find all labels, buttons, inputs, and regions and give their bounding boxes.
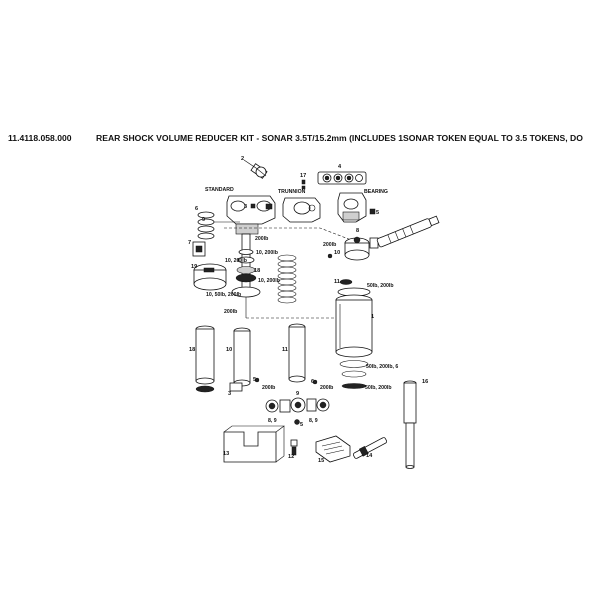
label-50lb-200lb-b: 50lb, 200lb xyxy=(365,385,392,391)
callout-5c: 5 xyxy=(300,422,303,428)
damper-body-left xyxy=(195,325,215,385)
callout-5: 5 xyxy=(376,210,379,216)
label-10-50lb-200lb: 10, 50lb, 200lb xyxy=(206,292,241,298)
callout-7: 7 xyxy=(188,240,191,246)
label-200lb-a: 200lb xyxy=(255,236,268,242)
label-200lb-e: 200lb xyxy=(320,385,333,391)
callout-3: 3 xyxy=(244,204,247,210)
label-8-9-a: 8, 9 xyxy=(268,418,277,424)
part-13-tool xyxy=(223,425,285,463)
label-trunnion: TRUNNION xyxy=(278,189,306,195)
standard-eyelet xyxy=(226,195,276,235)
part-17-nut xyxy=(301,185,306,190)
part-7-bracket xyxy=(192,241,206,257)
label-10-200lb-c: 10, 200lb xyxy=(258,278,280,284)
callout-18b: 18 xyxy=(189,347,195,353)
callout-18: 18 xyxy=(254,268,260,274)
callout-6b: 6 xyxy=(311,379,314,385)
part-15-block xyxy=(315,435,351,463)
callout-10: 10 xyxy=(334,250,340,256)
shaft-seal-a xyxy=(238,249,254,255)
callout-8: 8 xyxy=(356,228,359,234)
trunnion-mount xyxy=(282,197,321,223)
label-bearing: BEARING xyxy=(364,189,388,195)
piston-ring-a xyxy=(236,266,256,274)
callout-14: 14 xyxy=(366,453,373,459)
part-9-valve-parts xyxy=(265,397,330,413)
label-10-200lb-a: 10, 200lb xyxy=(256,250,278,256)
label-200lb-b: 200lb xyxy=(323,242,336,248)
label-50lb-200lb-6: 50lb, 200lb, 6 xyxy=(366,364,398,370)
label-10-200lb-b: 10, 200lb xyxy=(225,258,247,264)
part-3-insert xyxy=(250,203,256,209)
damper-body-right xyxy=(288,323,306,383)
callout-5b: 5 xyxy=(253,377,256,383)
label-200lb-d: 200lb xyxy=(262,385,275,391)
label-8-9-b: 8, 9 xyxy=(309,418,318,424)
callout-4: 4 xyxy=(338,164,342,170)
callout-2: 2 xyxy=(241,156,244,162)
label-50lb-200lb-a: 50lb, 200lb xyxy=(367,283,394,289)
shaft-seal-b xyxy=(237,256,255,264)
part-12-valve-core xyxy=(290,439,298,456)
part-number: 11.4118.058.000 xyxy=(8,133,72,143)
adjuster-rod xyxy=(376,215,440,248)
screw-5a xyxy=(254,377,260,383)
air-can-seal-a xyxy=(339,360,369,368)
callout-11b: 11 xyxy=(282,347,288,353)
air-can-seal-c xyxy=(341,383,367,389)
adjuster-ball xyxy=(327,253,333,259)
part-16-shaft xyxy=(403,380,417,469)
air-can-seal-b xyxy=(341,370,367,378)
callout-9: 9 xyxy=(202,217,205,223)
callout-1: 1 xyxy=(371,314,374,320)
page-header: 11.4118.058.000 REAR SHOCK VOLUME REDUCE… xyxy=(8,133,598,147)
callout-19: 19 xyxy=(191,264,197,270)
part-4-bearing-hardware xyxy=(317,171,367,185)
part-11-washer xyxy=(339,279,353,285)
callout-15: 15 xyxy=(318,458,324,464)
kit-title: REAR SHOCK VOLUME REDUCER KIT - SONAR 3.… xyxy=(96,133,583,143)
damper-body-center xyxy=(229,327,251,392)
piston-ring-b xyxy=(235,273,257,283)
callout-13: 13 xyxy=(223,451,229,457)
callout-16: 16 xyxy=(422,379,428,385)
part-17-screw xyxy=(301,179,306,185)
callout-10b: 10 xyxy=(226,347,232,353)
callout-17: 17 xyxy=(300,173,306,179)
callout-3b: 3 xyxy=(228,391,231,397)
callout-6: 6 xyxy=(195,206,198,212)
part-19-piston-assembly xyxy=(193,263,227,291)
bearing-eyelet xyxy=(337,192,367,223)
piston-disc xyxy=(231,286,261,298)
label-200lb-c: 200lb xyxy=(224,309,237,315)
part-5-bolt-small xyxy=(369,208,376,215)
part-2-bolt xyxy=(243,159,268,179)
screw-6a xyxy=(312,379,318,385)
body-left-seal xyxy=(195,385,215,393)
callout-9b: 9 xyxy=(296,391,299,397)
label-standard: STANDARD xyxy=(205,187,234,193)
part-6-shaft-rings xyxy=(197,211,240,240)
callout-12: 12 xyxy=(288,454,294,460)
part-1-air-can xyxy=(335,294,373,358)
valve-ball xyxy=(294,419,300,425)
part-14-pin xyxy=(353,437,387,459)
alignment-line-top xyxy=(224,227,373,249)
callout-11: 11 xyxy=(334,279,340,285)
negative-spring-bellows xyxy=(277,254,297,304)
damper-head-assembly xyxy=(344,236,379,261)
